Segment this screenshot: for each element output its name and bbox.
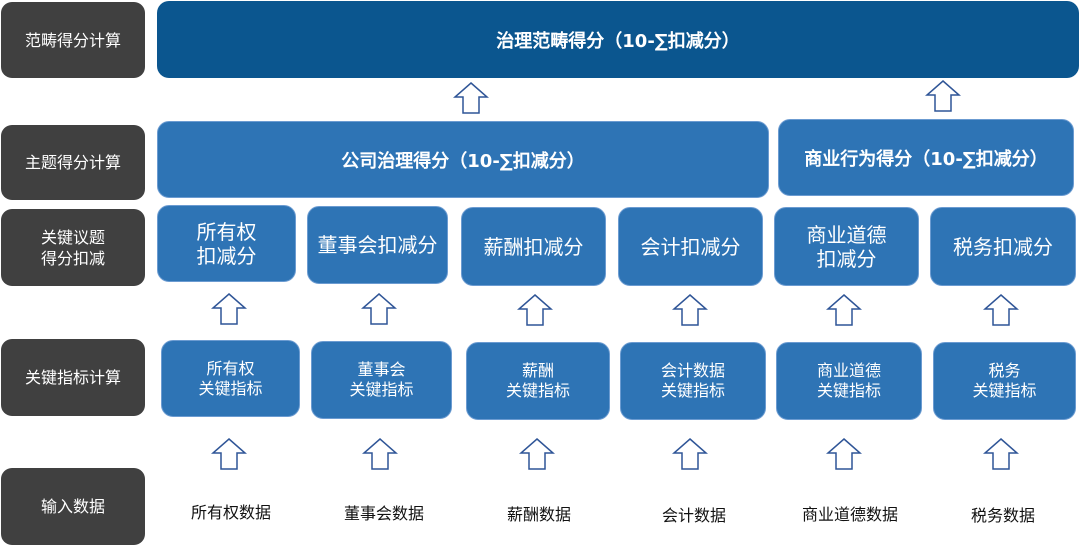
up-arrow-icon: [672, 438, 708, 470]
key-metric-tax: 税务 关键指标: [933, 342, 1076, 420]
theme-score-business-conduct: 商业行为得分（10-∑扣减分）: [778, 119, 1074, 196]
up-arrow-icon: [826, 438, 862, 470]
up-arrow-icon: [517, 294, 553, 326]
up-arrow-icon: [211, 293, 247, 325]
input-data-ownership: 所有权数据: [190, 503, 271, 522]
theme-score-governance: 公司治理得分（10-∑扣减分）: [157, 121, 769, 198]
row-label-input: 输入数据: [1, 468, 145, 545]
row-label-metric: 关键指标计算: [1, 339, 145, 416]
key-metric-accounting: 会计数据 关键指标: [620, 342, 766, 420]
key-metric-board: 董事会 关键指标: [311, 341, 452, 419]
issue-deduction-board: 董事会扣减分: [307, 206, 448, 284]
issue-deduction-business-ethics: 商业道德 扣减分: [774, 207, 919, 286]
up-arrow-icon: [826, 294, 862, 326]
up-arrow-icon: [983, 438, 1019, 470]
key-metric-ownership: 所有权 关键指标: [161, 340, 300, 417]
input-data-tax: 税务数据: [970, 506, 1035, 525]
input-data-board: 董事会数据: [343, 504, 424, 523]
issue-deduction-accounting: 会计扣减分: [618, 207, 763, 286]
key-metric-pay: 薪酬 关键指标: [466, 342, 610, 420]
row-label-issue: 关键议题 得分扣减: [1, 209, 145, 286]
up-arrow-icon: [211, 438, 247, 470]
input-data-pay: 薪酬数据: [506, 505, 571, 524]
issue-deduction-ownership: 所有权 扣减分: [157, 205, 296, 282]
up-arrow-icon: [672, 294, 708, 326]
key-metric-business-ethics: 商业道德 关键指标: [776, 342, 922, 420]
row-label-theme: 主题得分计算: [1, 125, 145, 200]
up-arrow-icon: [453, 82, 489, 114]
issue-deduction-pay: 薪酬扣减分: [461, 207, 606, 286]
up-arrow-icon: [925, 80, 961, 112]
up-arrow-icon: [361, 293, 397, 325]
issue-deduction-tax: 税务扣减分: [930, 207, 1076, 286]
up-arrow-icon: [362, 438, 398, 470]
input-data-business-ethics: 商业道德数据: [801, 505, 898, 524]
row-label-category: 范畴得分计算: [1, 2, 145, 78]
input-data-accounting: 会计数据: [661, 506, 726, 525]
up-arrow-icon: [519, 438, 555, 470]
up-arrow-icon: [983, 294, 1019, 326]
category-score-box: 治理范畴得分（10-∑扣减分）: [157, 1, 1079, 78]
